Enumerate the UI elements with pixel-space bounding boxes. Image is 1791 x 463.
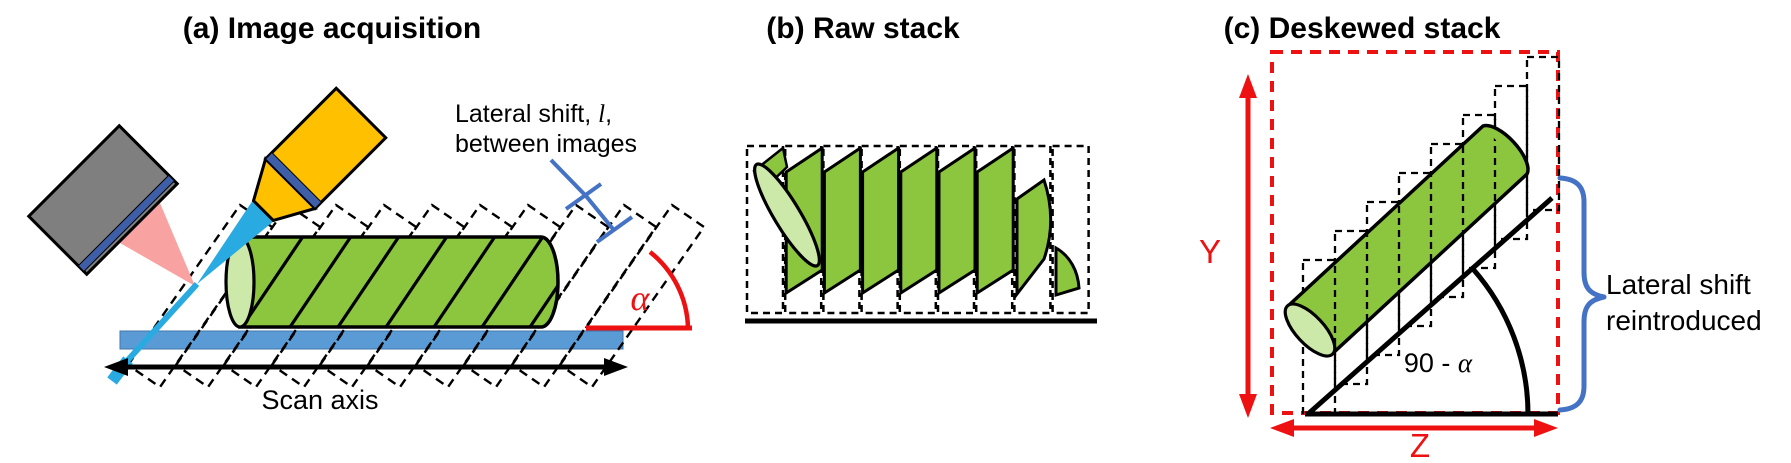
deskewed-cylinder-end-cap xyxy=(1283,302,1337,358)
deskew-angle-prefix: 90 - xyxy=(1404,348,1458,378)
deskewed-sample-cylinder xyxy=(1285,123,1530,357)
excitation-beam xyxy=(197,200,274,284)
panel-c: (c) Deskewed stack Y Z 90 - α Lateral sh… xyxy=(1199,12,1762,463)
raw-stack-slice xyxy=(899,146,939,295)
raw-stack-slice xyxy=(822,146,862,295)
lateral-shift-comma: , xyxy=(605,100,612,128)
raw-stack-frame xyxy=(783,144,823,315)
raw-stack-frames xyxy=(745,144,1090,315)
deskew-angle-alpha: α xyxy=(1458,348,1473,378)
raw-stack-frame xyxy=(860,144,899,315)
raw-stack-frame xyxy=(936,144,976,315)
raw-stack-curved-slice xyxy=(1015,177,1053,299)
detection-light-cone xyxy=(120,203,195,286)
lateral-shift-tick-lower xyxy=(595,215,634,244)
lateral-shift-tick-upper xyxy=(564,182,603,211)
panel-a-title: (a) Image acquisition xyxy=(183,12,481,45)
image-plane-frame xyxy=(462,203,610,389)
arrowhead-right-icon xyxy=(604,358,628,376)
raw-stack-frame xyxy=(898,144,938,315)
raw-stack-frame xyxy=(745,144,785,315)
image-plane-frame xyxy=(558,203,706,389)
y-arrowhead-bottom-icon xyxy=(1239,394,1257,418)
arrowhead-left-icon xyxy=(104,358,128,376)
panel-b-title: (b) Raw stack xyxy=(766,12,960,45)
sample-cylinder xyxy=(238,235,560,329)
lateral-shift-variable: l xyxy=(598,101,605,128)
raw-stack-frame xyxy=(1051,144,1090,315)
panel-c-title: (c) Deskewed stack xyxy=(1224,12,1501,45)
image-plane-frame xyxy=(126,203,274,389)
raw-stack-end-cap xyxy=(753,162,821,268)
deskew-angle-label: 90 - α xyxy=(1404,348,1473,378)
alpha-label: α xyxy=(631,278,651,318)
raw-stack-slice xyxy=(861,146,901,295)
lateral-shift-text: Lateral shift, xyxy=(455,100,598,128)
camera-body xyxy=(26,123,180,277)
image-plane-frame xyxy=(414,203,562,389)
z-arrowhead-right-icon xyxy=(1534,419,1558,437)
image-plane-group xyxy=(126,203,706,389)
alpha-angle-arc xyxy=(648,250,691,329)
raw-stack-frame xyxy=(822,144,861,315)
raw-stack-frame xyxy=(974,144,1014,315)
image-plane-frame xyxy=(510,203,658,389)
raw-stack-slice xyxy=(937,146,977,295)
light-sheet-slice-line xyxy=(426,237,500,327)
camera-sensor-stripe xyxy=(77,174,176,273)
panel-b: (b) Raw stack xyxy=(745,12,1097,324)
light-sheet-slice-line xyxy=(474,237,548,327)
deskewed-frame xyxy=(1525,55,1561,212)
lateral-shift-label-line2: between images xyxy=(455,130,637,158)
brace-label-line1: Lateral shift xyxy=(1606,269,1751,300)
sample-stage xyxy=(119,330,624,350)
raw-stack-last-sliver xyxy=(1054,245,1081,298)
image-plane-frame xyxy=(318,203,466,389)
panel-a: (a) Image acquisition α xyxy=(26,12,706,415)
raw-stack-frame xyxy=(1013,144,1052,315)
y-arrowhead-top-icon xyxy=(1239,74,1257,98)
light-sheet-line xyxy=(125,281,200,363)
scan-axis-label: Scan axis xyxy=(261,385,378,415)
light-sheet-slice-line xyxy=(522,237,558,327)
image-plane-frame xyxy=(366,203,514,389)
raw-stack-slice xyxy=(975,146,1015,295)
light-sheet-slice-line xyxy=(282,237,356,327)
light-sheet-slice-line xyxy=(378,237,452,327)
curly-brace-icon xyxy=(1557,175,1607,413)
image-plane-frame xyxy=(174,203,322,389)
image-plane-frame xyxy=(222,203,370,389)
lateral-shift-callout xyxy=(549,158,615,231)
illumination-objective xyxy=(251,86,388,223)
hypotenuse-line xyxy=(1306,196,1554,416)
light-sheet-slice-line xyxy=(330,237,404,327)
image-plane-frame xyxy=(270,203,418,389)
raw-stack-slices xyxy=(784,146,1015,295)
brace-label-line2: reintroduced xyxy=(1606,305,1762,336)
z-arrowhead-left-icon xyxy=(1270,419,1294,437)
y-axis-label: Y xyxy=(1199,233,1221,270)
deskew-angle-arc xyxy=(1471,267,1531,415)
lateral-shift-label-line1: Lateral shift, l, xyxy=(455,100,612,128)
objective-stripe xyxy=(264,151,323,210)
z-axis-label: Z xyxy=(1410,427,1430,463)
detection-camera xyxy=(26,123,180,277)
